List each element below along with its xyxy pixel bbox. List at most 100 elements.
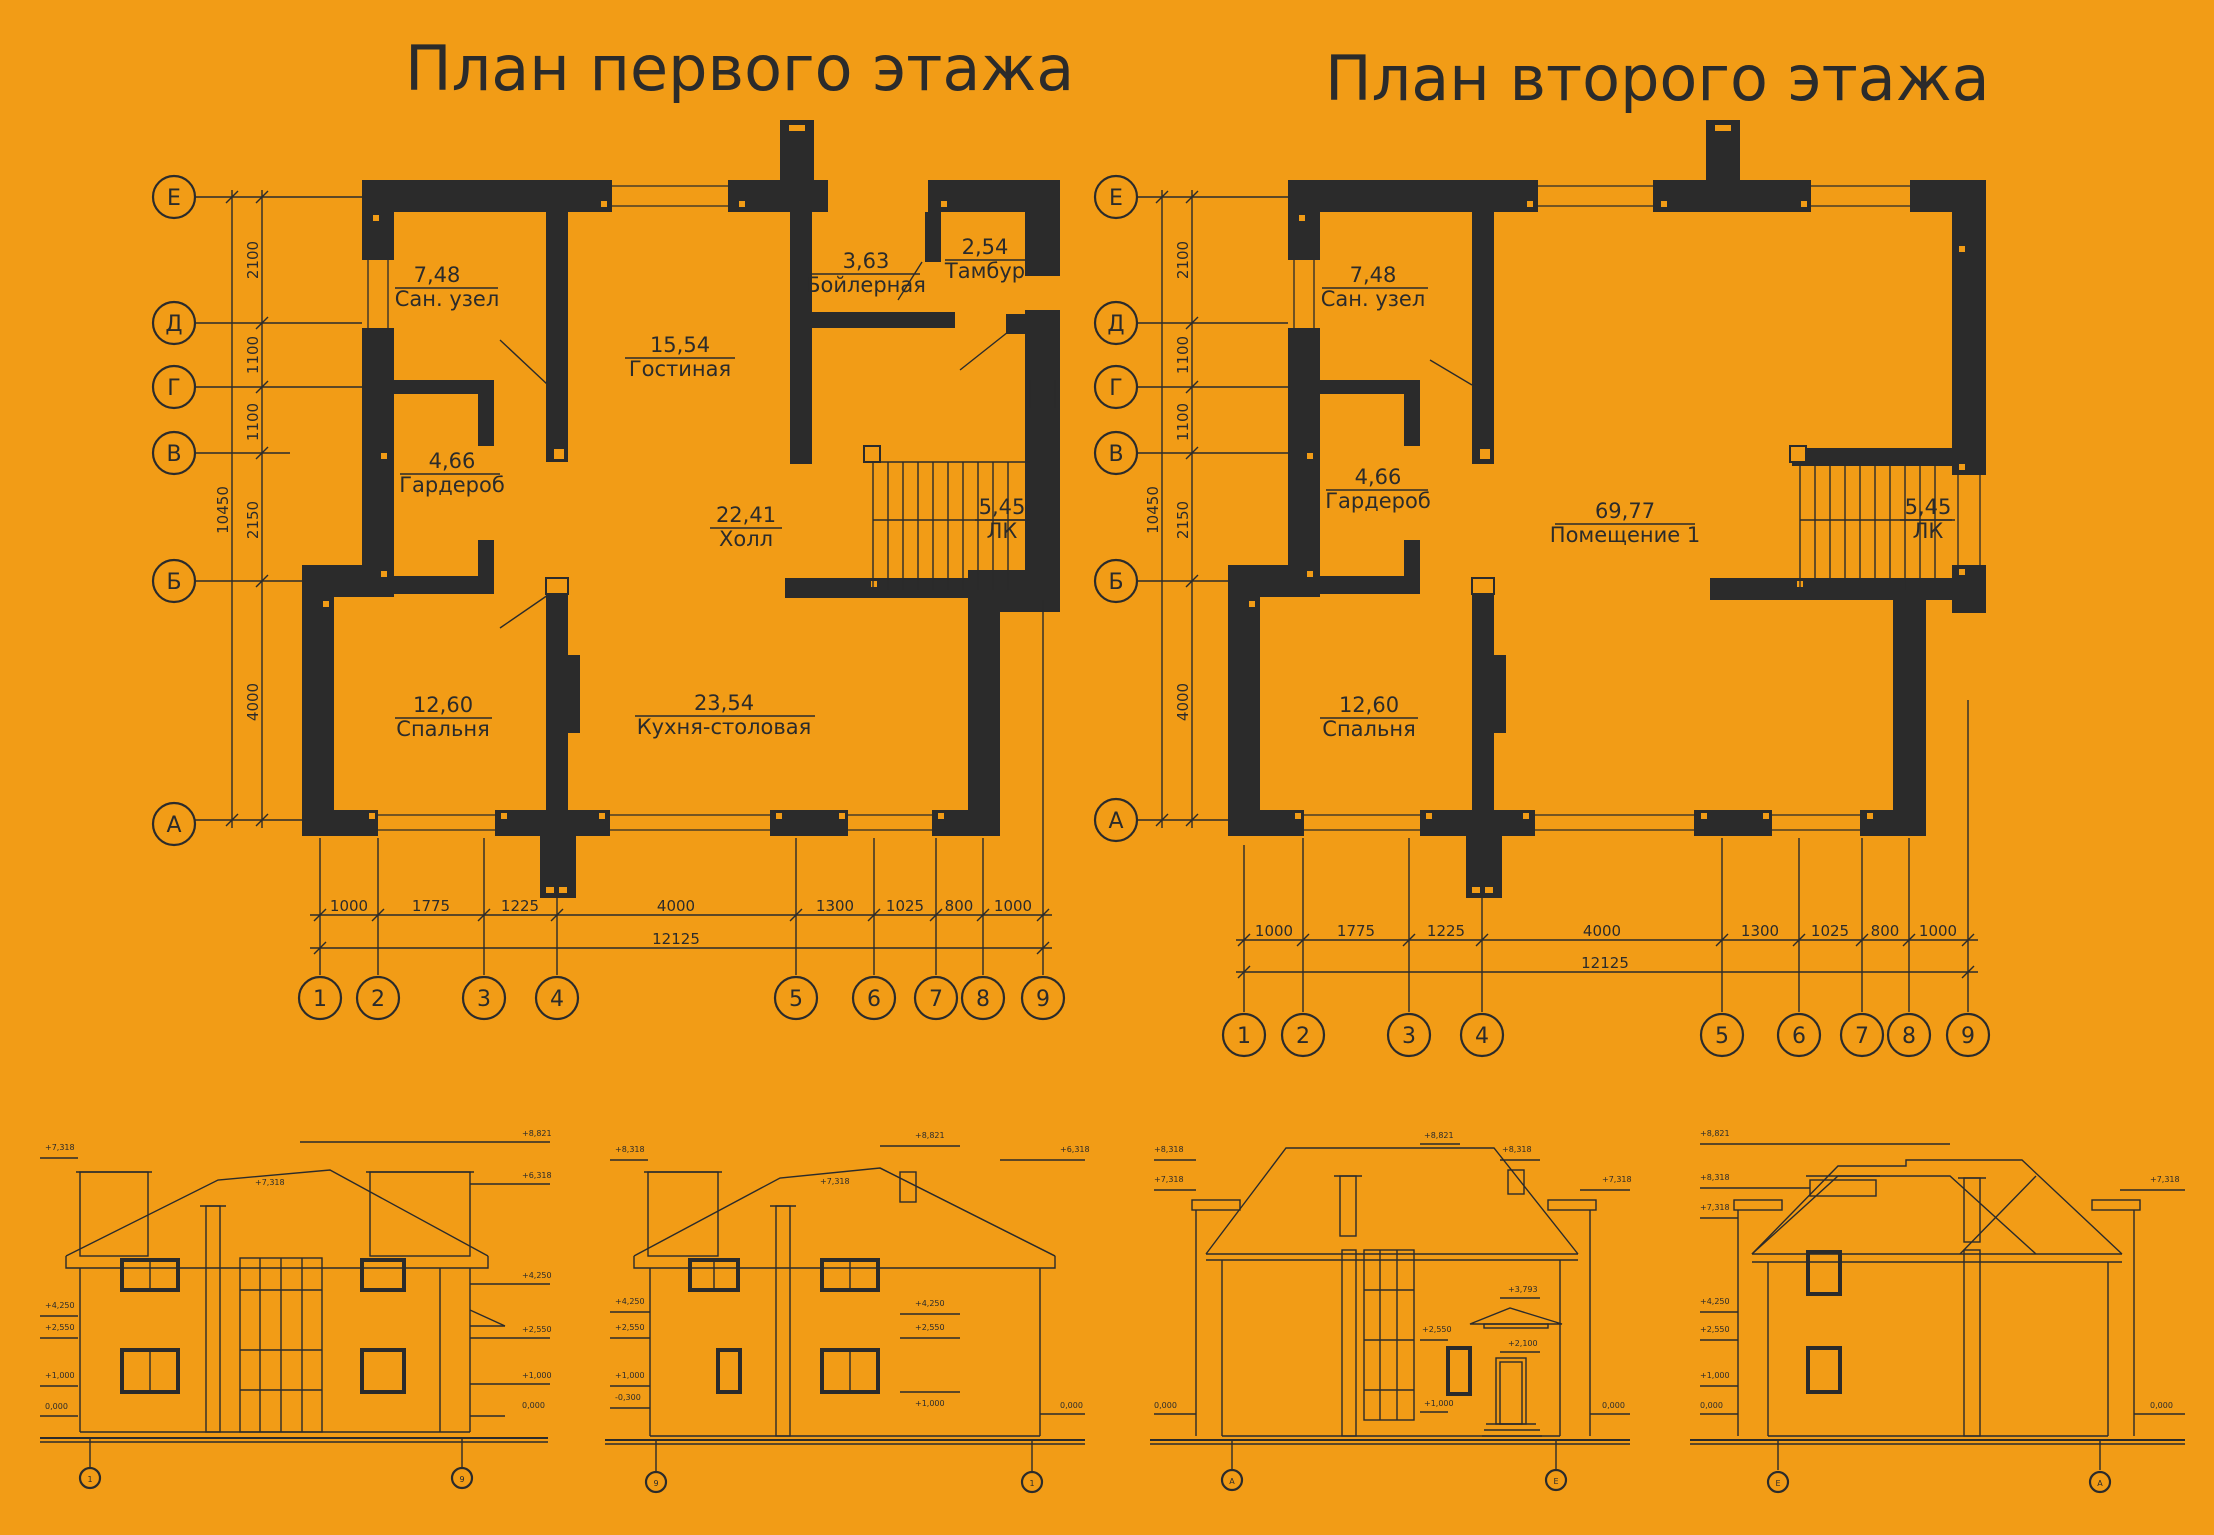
svg-text:+7,318: +7,318 [1154, 1175, 1184, 1184]
svg-text:+2,550: +2,550 [615, 1323, 645, 1332]
axis-bubble-letter [151, 364, 197, 410]
svg-text:9: 9 [1036, 987, 1050, 1012]
svg-text:800: 800 [1871, 922, 1900, 940]
axis-bubble-number [297, 975, 343, 1021]
room-name: Сан. узел [395, 287, 500, 311]
svg-text:Е: Е [1109, 186, 1123, 211]
room-name: Холл [719, 527, 773, 551]
axis-bubble-number [1020, 975, 1066, 1021]
svg-text:1300: 1300 [816, 897, 854, 915]
room-name: Спальня [396, 717, 489, 741]
first-floor-title: План первого этажа [405, 32, 1074, 105]
svg-text:7: 7 [1855, 1024, 1869, 1049]
svg-text:2: 2 [1296, 1024, 1310, 1049]
svg-text:Г: Г [167, 376, 180, 401]
svg-text:0,000: 0,000 [45, 1402, 68, 1411]
svg-text:8: 8 [1902, 1024, 1916, 1049]
svg-text:1: 1 [1029, 1479, 1034, 1488]
svg-text:5: 5 [1715, 1024, 1729, 1049]
room-name: Гардероб [399, 473, 505, 497]
svg-text:А: А [1108, 809, 1123, 834]
svg-text:4,66: 4,66 [1355, 465, 1402, 489]
svg-text:+6,318: +6,318 [1060, 1145, 1090, 1154]
svg-text:+1,000: +1,000 [45, 1371, 75, 1380]
svg-text:+7,318: +7,318 [45, 1143, 75, 1152]
svg-text:2100: 2100 [1174, 241, 1192, 279]
svg-text:+1,000: +1,000 [1424, 1399, 1454, 1408]
svg-text:+8,318: +8,318 [1502, 1145, 1532, 1154]
svg-text:+8,318: +8,318 [1154, 1145, 1184, 1154]
svg-text:8: 8 [976, 987, 990, 1012]
elevation-a-e: А Е +8,318 +7,318 0,000 +8,821 +8,318 +7… [1150, 1131, 1632, 1492]
svg-text:+3,793: +3,793 [1508, 1285, 1538, 1294]
svg-text:Сан. узел: Сан. узел [1321, 287, 1426, 311]
svg-text:Е: Е [1775, 1479, 1780, 1488]
svg-text:+4,250: +4,250 [45, 1301, 75, 1310]
svg-text:+7,318: +7,318 [820, 1177, 850, 1186]
axis-bubble-number [960, 975, 1006, 1021]
svg-text:2100: 2100 [244, 241, 262, 279]
svg-text:+2,550: +2,550 [45, 1323, 75, 1332]
svg-text:1225: 1225 [501, 897, 539, 915]
svg-text:5,45: 5,45 [1905, 495, 1952, 519]
room-area: 12,60 [413, 693, 473, 717]
svg-text:1: 1 [1237, 1024, 1251, 1049]
svg-text:+1,000: +1,000 [615, 1371, 645, 1380]
svg-text:4000: 4000 [1174, 683, 1192, 721]
svg-text:Б: Б [1108, 570, 1123, 595]
svg-text:+6,318: +6,318 [522, 1171, 552, 1180]
svg-text:Помещение 1: Помещение 1 [1550, 523, 1700, 547]
svg-text:6: 6 [867, 987, 881, 1012]
svg-text:1025: 1025 [886, 897, 924, 915]
svg-text:+4,250: +4,250 [1700, 1297, 1730, 1306]
first-floor-plan [302, 120, 1060, 898]
svg-text:7: 7 [929, 987, 943, 1012]
svg-text:-0,300: -0,300 [615, 1393, 641, 1402]
second-floor-room-labels: 7,48 Сан. узел 4,66 Гардероб 69,77 Помещ… [1320, 263, 1955, 741]
svg-text:4: 4 [550, 987, 564, 1012]
svg-text:0,000: 0,000 [1060, 1401, 1083, 1410]
svg-text:+7,318: +7,318 [255, 1178, 285, 1187]
room-name: Бойлерная [806, 273, 926, 297]
axis-bubble-number [851, 975, 897, 1021]
svg-text:+8,821: +8,821 [1424, 1131, 1454, 1140]
svg-text:+4,250: +4,250 [615, 1297, 645, 1306]
axis-bubble-letter [151, 801, 197, 847]
svg-text:2: 2 [371, 987, 385, 1012]
svg-text:4000: 4000 [657, 897, 695, 915]
svg-text:А: А [166, 813, 181, 838]
svg-text:69,77: 69,77 [1595, 499, 1655, 523]
axis-bubble-number [461, 975, 507, 1021]
svg-text:1100: 1100 [244, 336, 262, 374]
room-area: 4,66 [429, 449, 476, 473]
svg-text:4000: 4000 [244, 683, 262, 721]
svg-text:1100: 1100 [1174, 403, 1192, 441]
first-floor-dimensions: 4000 2150 1100 1100 2100 10450 1000 1775… [194, 190, 1052, 975]
svg-text:10450: 10450 [1144, 486, 1162, 534]
svg-text:1775: 1775 [1337, 922, 1375, 940]
svg-text:Д: Д [1107, 312, 1124, 337]
axis-bubble-letter [151, 174, 197, 220]
room-area: 2,54 [962, 235, 1009, 259]
room-area: 3,63 [843, 249, 890, 273]
room-area: 5,45 [979, 495, 1026, 519]
svg-text:1: 1 [87, 1475, 92, 1484]
axis-bubble-number [913, 975, 959, 1021]
svg-text:1000: 1000 [1919, 922, 1957, 940]
svg-text:3: 3 [1402, 1024, 1416, 1049]
svg-text:7,48: 7,48 [1350, 263, 1397, 287]
axis-bubble-number [534, 975, 580, 1021]
axis-bubble-number [773, 975, 819, 1021]
svg-text:Е: Е [1553, 1477, 1558, 1486]
svg-text:ЛК: ЛК [1913, 519, 1944, 543]
svg-text:0,000: 0,000 [1700, 1401, 1723, 1410]
svg-text:800: 800 [945, 897, 974, 915]
svg-text:0,000: 0,000 [1602, 1401, 1625, 1410]
svg-text:1775: 1775 [412, 897, 450, 915]
svg-text:2150: 2150 [1174, 501, 1192, 539]
axis-bubble-letter [151, 300, 197, 346]
svg-text:9: 9 [1961, 1024, 1975, 1049]
svg-text:+2,100: +2,100 [1508, 1339, 1538, 1348]
elevation-e-a: Е А +8,821 +8,318 +7,318 +4,250 +2,550 +… [1690, 1129, 2185, 1494]
